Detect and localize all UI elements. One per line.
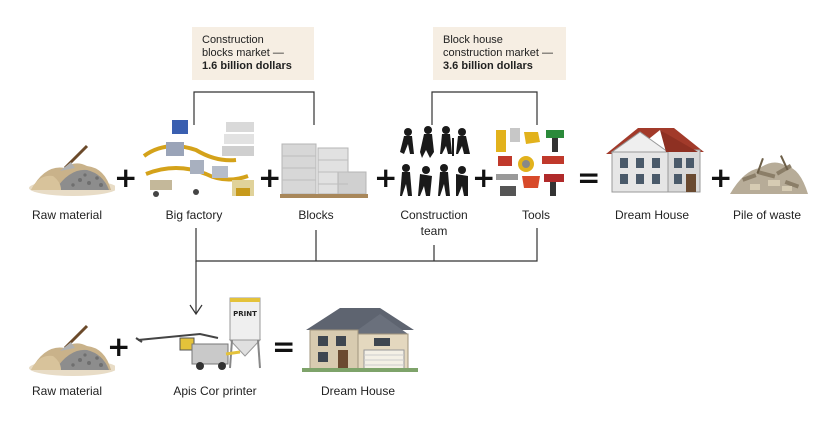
blocks-market-callout: Construction blocks market — 1.6 billion… [192,27,314,80]
raw-material-icon [29,144,115,196]
apis-cor-printer-label: Apis Cor printer [173,384,257,398]
dream-house-icon [302,308,418,372]
construction-team-label: Construction team [400,207,467,239]
blocks-market-value: 1.6 billion dollars [202,60,292,72]
printer-arrow-head [189,304,203,316]
construction-team-label-line1: Construction [400,208,468,222]
block-house-market-bracket [431,91,538,125]
pile-of-waste-label: Pile of waste [732,208,802,222]
raw-material-label: Raw material [31,384,103,398]
construction-team-icon [400,126,470,196]
block-house-market-value: 3.6 billion dollars [443,60,533,72]
dream-house-label: Dream House [320,384,396,398]
silo-logo-text: PRINT [233,310,257,318]
construction-team-label-line2: team [420,224,448,238]
dream-house-icon [606,128,704,193]
pile-of-waste-icon [730,155,808,194]
block-house-market-line1: Block house [443,34,503,46]
big-factory-icon [142,120,254,197]
block-house-market-line2: construction market — [443,47,554,59]
plus-operator: + [374,161,398,194]
tools-icon [496,128,564,196]
tools-label: Tools [521,208,551,222]
plus-operator: + [709,161,733,194]
blocks-market-bracket [193,91,315,125]
plus-operator: + [472,161,496,194]
equals-operator: = [272,330,296,363]
raw-material-icon [29,324,115,376]
blocks-market-line2: blocks market — [202,47,284,59]
dream-house-label: Dream House [614,208,690,222]
plus-operator: + [107,330,131,363]
raw-material-label: Raw material [31,208,103,222]
blocks-icon [280,143,368,198]
blocks-market-line1: Construction [202,34,264,46]
big-factory-label: Big factory [165,208,223,222]
apis-cor-printer-icon: PRINT [135,297,262,370]
plus-operator: + [258,161,282,194]
equals-operator: = [577,161,601,194]
block-house-market-callout: Block house construction market — 3.6 bi… [433,27,566,80]
aggregate-bracket [195,228,538,262]
plus-operator: + [114,161,138,194]
blocks-label: Blocks [298,208,334,222]
